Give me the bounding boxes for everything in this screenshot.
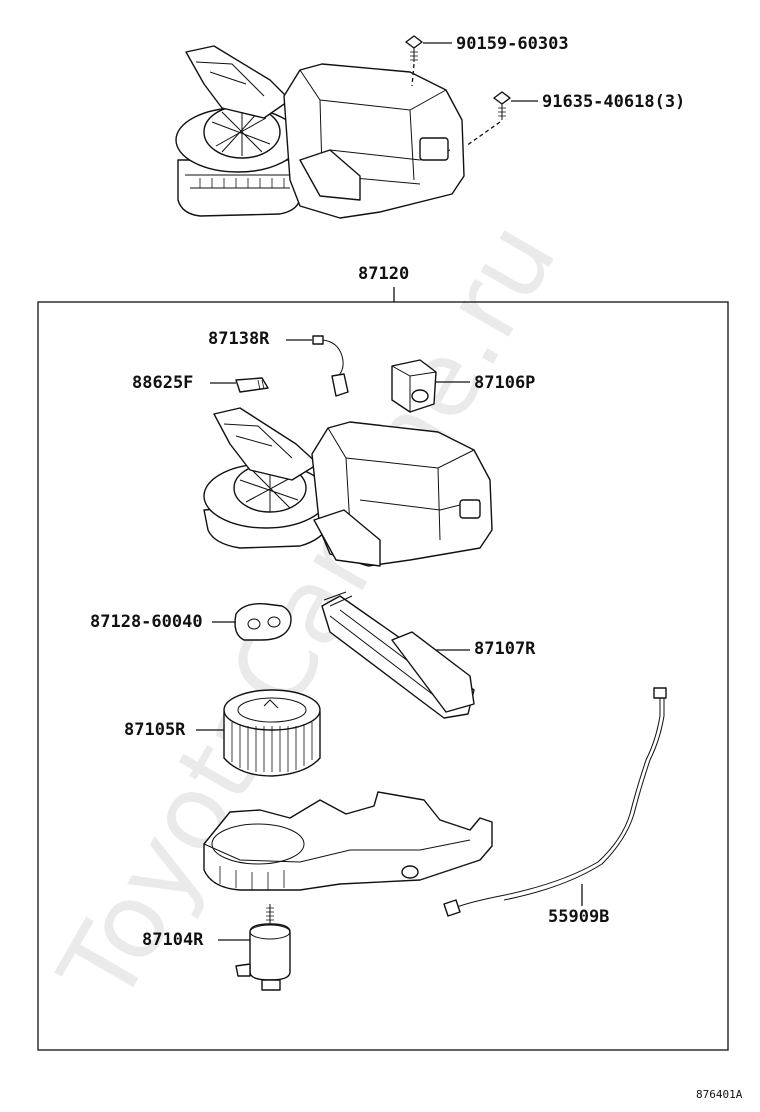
wire-harness-icon (312, 335, 349, 397)
fan-icon (223, 689, 321, 777)
leader-screw-top-dashed (411, 63, 415, 87)
label-cable: 55909B (548, 907, 609, 927)
resistor-duct-icon (321, 591, 475, 719)
blower-unit-assembled-drawing (175, 45, 465, 219)
label-screw-side: 91635-40618(3) (542, 92, 685, 112)
blower-upper-case-icon (203, 407, 493, 567)
label-gasket: 87128-60040 (90, 612, 203, 632)
screw-side-icon (493, 91, 511, 120)
connector-clip-icon (235, 377, 269, 393)
leader-screw-side-dashed (465, 121, 501, 147)
assembly-frame (37, 301, 729, 1051)
label-resistor-duct: 87107R (474, 639, 536, 659)
screw-top-icon (405, 35, 423, 62)
servo-motor-icon (391, 359, 437, 413)
diagram-id: 876401A (696, 1088, 743, 1101)
label-screw-top: 90159-60303 (456, 34, 569, 54)
cable-icon (443, 687, 667, 917)
label-wire-harness: 87138R (208, 329, 270, 349)
label-blower-motor: 87104R (142, 930, 204, 950)
blower-motor-icon (235, 904, 291, 991)
label-connector-clip: 88625F (132, 373, 193, 393)
gasket-icon (234, 603, 292, 641)
blower-lower-case-icon (203, 791, 493, 891)
label-fan: 87105R (124, 720, 186, 740)
label-servo-motor: 87106P (474, 373, 535, 393)
label-assembly: 87120 (358, 264, 409, 284)
